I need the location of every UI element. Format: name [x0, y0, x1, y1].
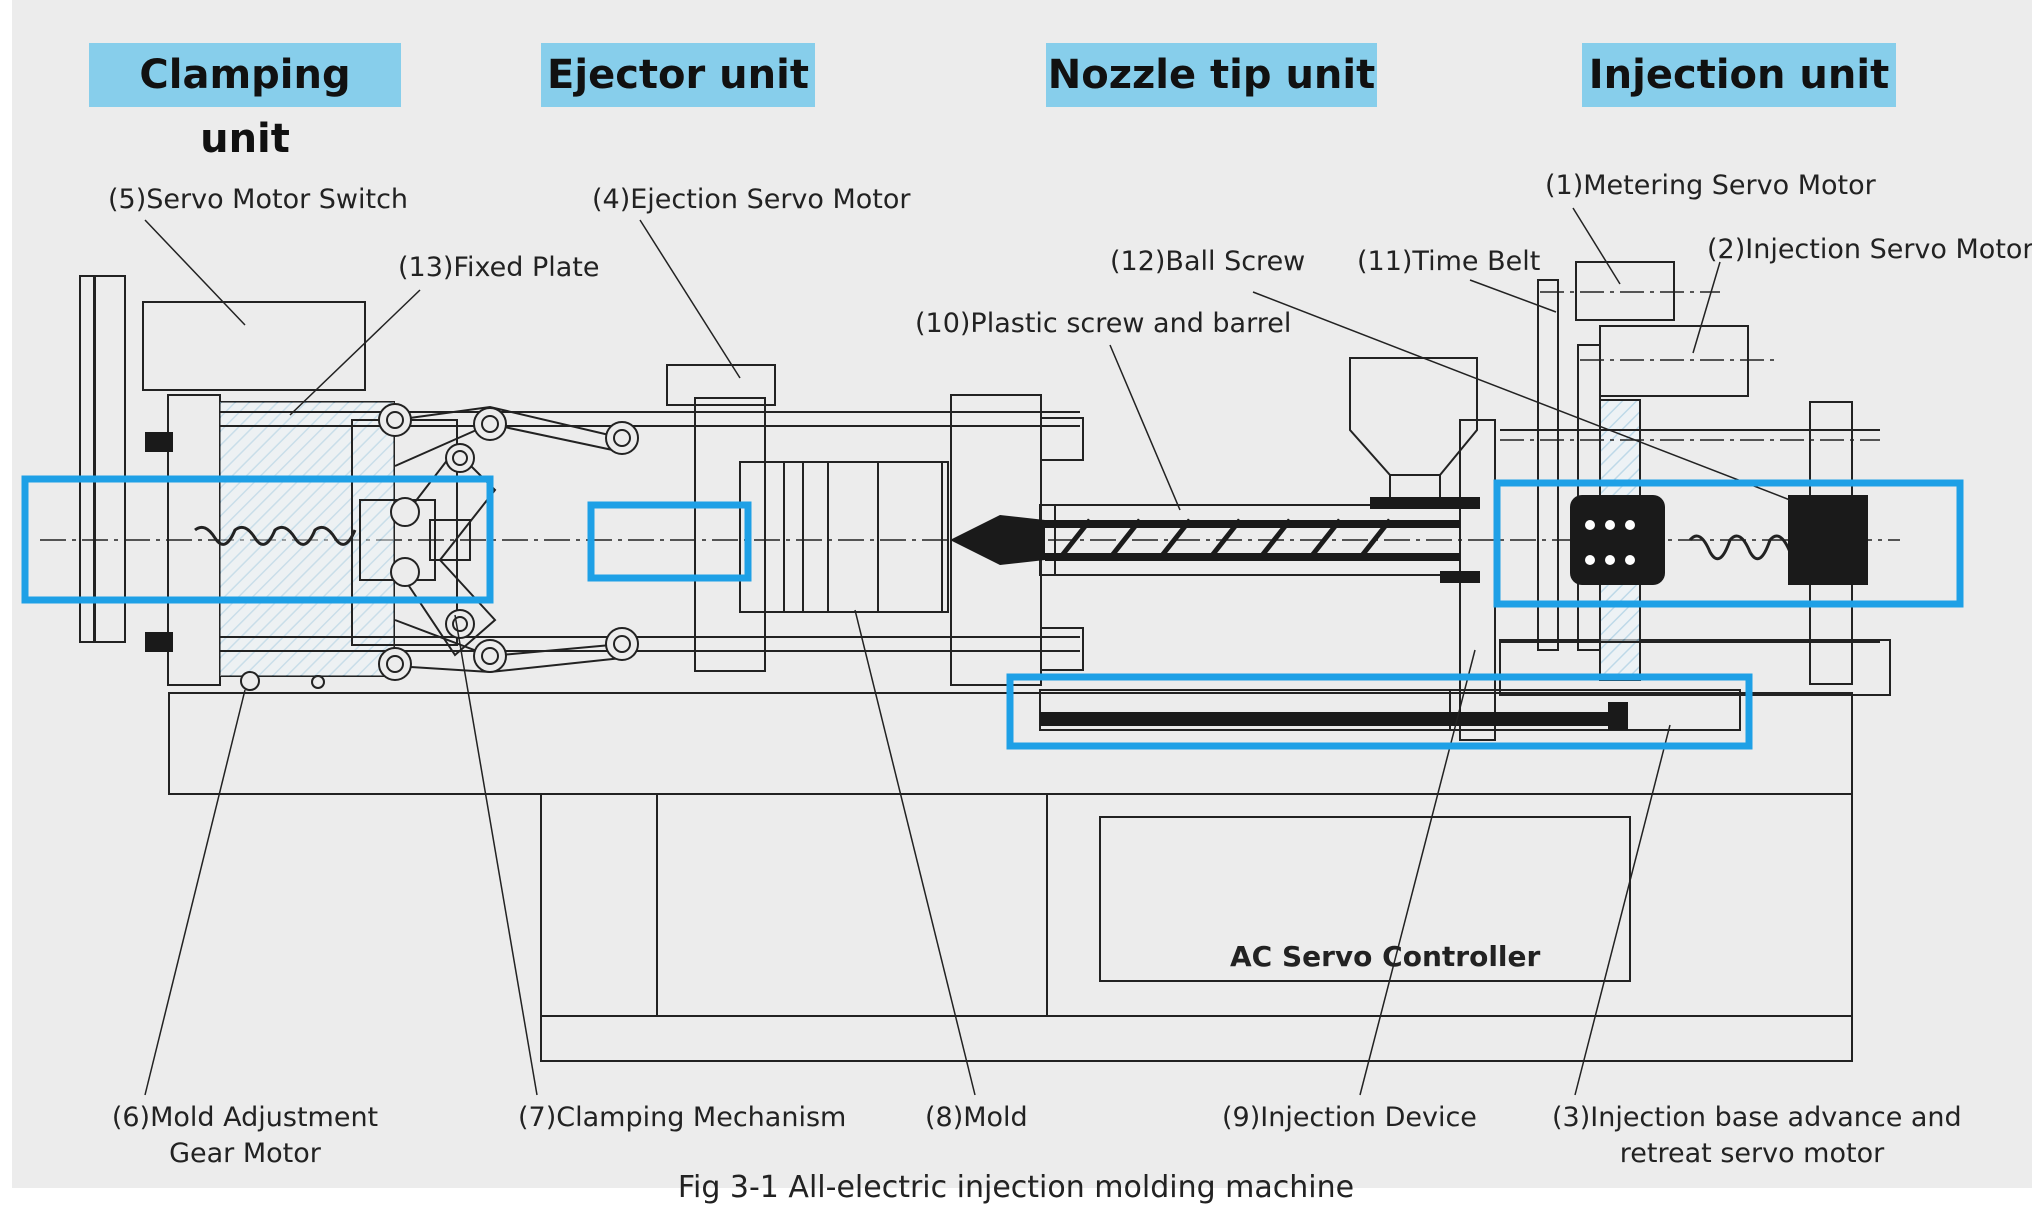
callout-base-servo-motor: (3)Injection base advance and retreat se…	[1552, 1100, 1962, 1172]
callout-fixed-plate: (13)Fixed Plate	[398, 252, 600, 283]
callout-time-belt: (11)Time Belt	[1357, 246, 1541, 277]
callout-mold: (8)Mold	[925, 1102, 1028, 1133]
callout-mold-adjustment: (6)Mold Adjustment Gear Motor	[110, 1100, 380, 1172]
callout-ball-screw: (12)Ball Screw	[1110, 246, 1306, 277]
metering-motor-body	[1575, 261, 1675, 321]
callout-mold-adjustment-line2: Gear Motor	[169, 1138, 321, 1169]
ejector-unit-label: Ejector unit	[541, 43, 815, 107]
callout-ejection-servo-motor: (4)Ejection Servo Motor	[592, 184, 911, 215]
callout-servo-motor-switch: (5)Servo Motor Switch	[108, 184, 409, 215]
nozzle-tip-unit-label: Nozzle tip unit	[1046, 43, 1377, 107]
controller-box	[1099, 816, 1631, 982]
mold-block	[827, 461, 949, 613]
ac-servo-controller-label: AC Servo Controller	[1230, 940, 1541, 973]
clamping-unit-label: Clamping unit	[89, 43, 401, 162]
callout-base-servo-motor-line2: retreat servo motor	[1619, 1138, 1885, 1169]
callout-base-servo-motor-line1: (3)Injection base advance and	[1552, 1102, 1962, 1133]
callout-mold-adjustment-line1: (6)Mold Adjustment	[111, 1102, 379, 1133]
cabinet-plinth	[540, 1015, 1853, 1062]
fixed-plate-box	[220, 402, 394, 676]
base-drive-screw	[1040, 712, 1620, 726]
callout-metering-servo-motor: (1)Metering Servo Motor	[1545, 170, 1876, 201]
injection-motor-body	[1599, 325, 1749, 397]
injection-unit-label: Injection unit	[1582, 43, 1896, 107]
plastic-screw	[1045, 520, 1460, 528]
callout-plastic-screw-barrel: (10)Plastic screw and barrel	[915, 308, 1292, 339]
ejector-motor-body	[666, 364, 776, 406]
highlight-ejector	[587, 501, 752, 582]
highlight-base-drive	[1006, 673, 1753, 750]
callout-injection-device: (9)Injection Device	[1222, 1102, 1477, 1133]
highlight-clamping	[21, 475, 494, 604]
callout-clamping-mechanism: (7)Clamping Mechanism	[518, 1102, 847, 1133]
servo-motor-switch-body	[142, 301, 366, 391]
callout-injection-servo-motor: (2)Injection Servo Motor	[1707, 234, 2032, 265]
ball-screw-nut	[1570, 495, 1665, 585]
highlight-injection	[1493, 479, 1964, 608]
